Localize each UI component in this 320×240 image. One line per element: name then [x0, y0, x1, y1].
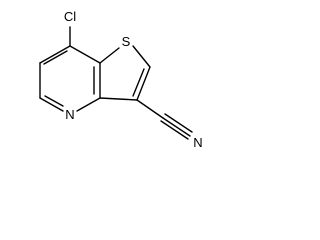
- atom-label-sulfur: S: [122, 34, 131, 49]
- bond-c2-c3-inner: [132, 68, 145, 97]
- bond-nitrile-1: [162, 117, 191, 137]
- bond-n4-c3a: [76, 97, 101, 112]
- bond-c2-c3: [136, 66, 151, 101]
- bond-c3-cn-carbon: [136, 99, 164, 119]
- atom-label-chlorine: Cl: [64, 9, 76, 24]
- bond-s1-c2: [132, 45, 151, 68]
- atom-label-nitrile-nitrogen: N: [193, 135, 202, 150]
- atom-label-pyridine-nitrogen: N: [65, 107, 74, 122]
- bond-c7a-s1: [99, 47, 120, 64]
- bond-c7-c6-inner: [43, 50, 68, 65]
- bond-c7a-c7: [69, 45, 101, 64]
- molecule-structure: Cl S N N: [39, 9, 203, 150]
- bond-c3-c3a: [99, 97, 138, 101]
- bond-c7-c6: [39, 45, 71, 64]
- bond-c5-n4: [39, 97, 64, 112]
- bond-nitrile-2: [164, 113, 193, 133]
- bond-c5-n4-inner: [44, 95, 64, 107]
- bond-layer: [39, 26, 193, 140]
- bond-nitrile-3: [160, 120, 189, 140]
